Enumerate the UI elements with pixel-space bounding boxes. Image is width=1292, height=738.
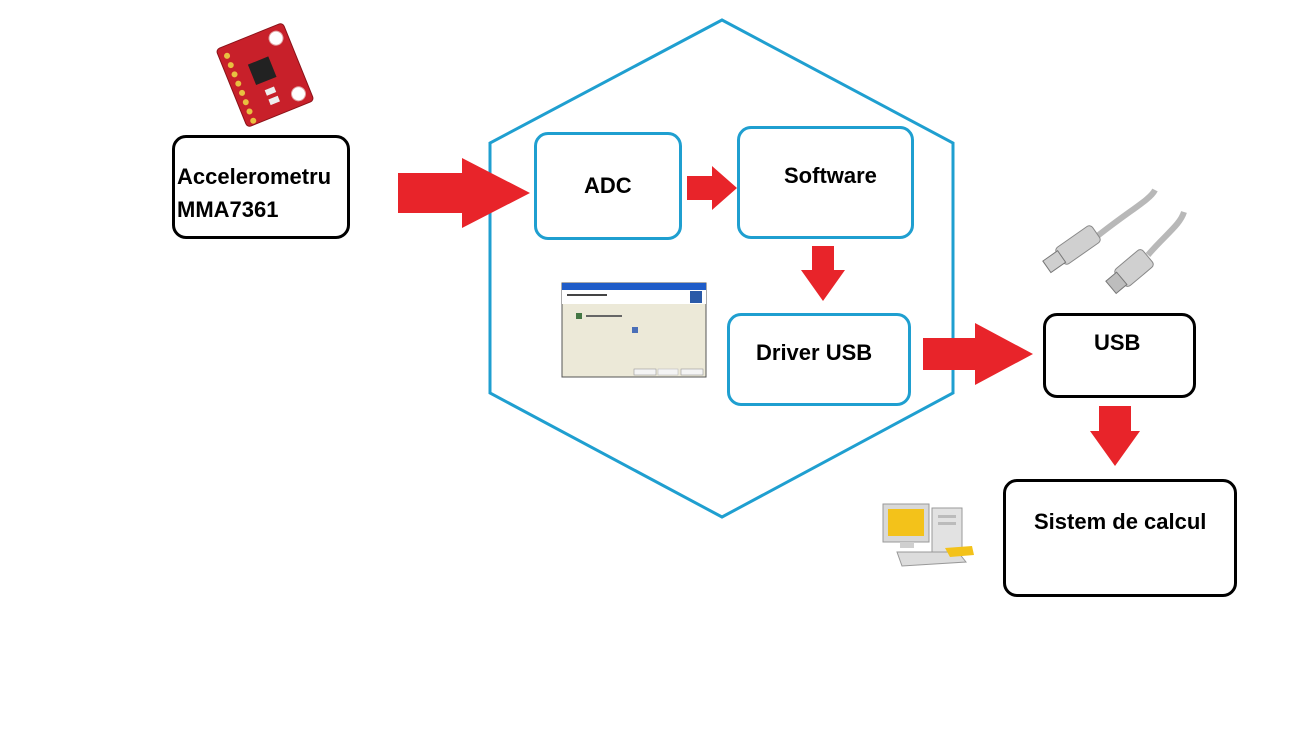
arrow-accelerometer-to-adc [398, 158, 530, 228]
driver-install-window-icon [561, 282, 707, 378]
arrow-software-to-driver-usb [801, 246, 845, 301]
accelerometer-box: Accelerometru MMA7361 [172, 135, 350, 239]
adc-label: ADC [584, 173, 632, 198]
software-box: Software [737, 126, 914, 239]
computer-system-label: Sistem de calcul [1034, 509, 1207, 534]
desktop-computer-icon [882, 503, 974, 567]
adc-box: ADC [534, 132, 682, 240]
computer-system-box: Sistem de calcul [1003, 479, 1237, 597]
accelerometer-label: Accelerometru MMA7361 [177, 164, 332, 222]
arrow-usb-to-computer-system [1090, 406, 1140, 466]
usb-box: USB [1043, 313, 1196, 398]
accelerometer-board-icon [216, 23, 314, 127]
driver-usb-label: Driver USB [756, 340, 873, 365]
usb-label: USB [1094, 330, 1141, 355]
arrow-driver-usb-to-usb [923, 323, 1033, 385]
usb-cable-icon [1042, 188, 1187, 295]
software-label: Software [784, 163, 877, 188]
driver-usb-box: Driver USB [727, 313, 911, 406]
arrow-adc-to-software [687, 166, 737, 210]
processing-hexagon [488, 18, 955, 519]
